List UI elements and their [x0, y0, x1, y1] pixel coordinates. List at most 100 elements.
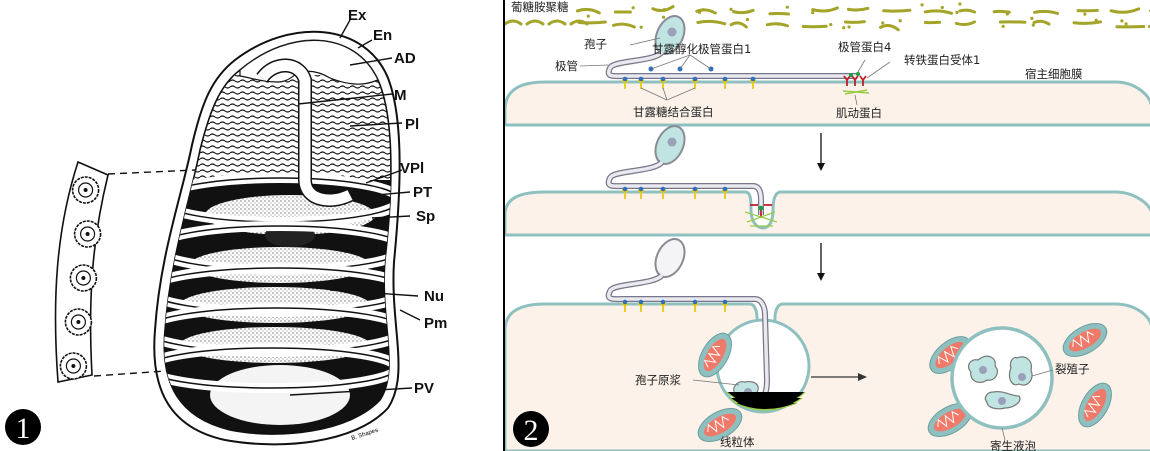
- glycan-dot: [1120, 19, 1124, 23]
- glycan-dot: [631, 6, 635, 10]
- spore-nucleus: [667, 137, 677, 147]
- label-mitochondria: 线粒体: [720, 435, 755, 449]
- mannose-binding-protein: [721, 299, 729, 312]
- label-sp: Sp: [416, 208, 435, 225]
- glycan-strand: [729, 21, 748, 29]
- glycan-dot: [745, 17, 750, 22]
- glycocalyx-band: [505, 0, 1150, 32]
- glycan-dot: [661, 15, 666, 19]
- mitochondrion: [1078, 382, 1112, 428]
- arrow-down-2: [817, 243, 825, 281]
- actin-filaments: [842, 89, 870, 95]
- glycan-strand: [811, 6, 839, 13]
- arrow-right: [811, 373, 867, 381]
- parasitophorous-vacuole: [950, 326, 1054, 430]
- glycan-dot: [586, 14, 590, 18]
- mannose-binding-protein: [621, 186, 629, 199]
- meront-nucleus: [998, 397, 1006, 405]
- glycan-strand: [525, 19, 545, 26]
- mannose-binding-proteins-2: [621, 186, 729, 199]
- glycan-dot: [1005, 12, 1009, 16]
- mannose-binding-protein: [659, 76, 667, 89]
- label-en: En: [373, 27, 392, 44]
- glycan-strand: [954, 20, 977, 27]
- glycan-strand: [1072, 20, 1103, 25]
- polar-filament-inset: [54, 160, 196, 383]
- mannose-binding-protein: [637, 299, 645, 312]
- mannose-binding-proteins-1: [621, 76, 757, 89]
- glycan-dot: [847, 25, 851, 29]
- glycan-dot: [958, 2, 962, 6]
- glycan-strand: [505, 19, 523, 26]
- glycan-dot: [1094, 18, 1098, 22]
- label-vpl: VPl: [400, 160, 424, 177]
- mitochondria: [697, 323, 1112, 442]
- glycan-dot: [842, 26, 846, 30]
- label-tfr1: 转铁蛋白受体1: [904, 53, 980, 67]
- glycan-dot: [785, 5, 789, 9]
- stage-1-attachment: 孢子 极管 甘露醇化极管蛋白1 极管蛋白4 转铁蛋白受体1 宿主细胞膜 甘露糖结…: [505, 15, 1150, 127]
- mannose-binding-protein: [621, 299, 629, 312]
- mannose-binding-protein: [621, 76, 629, 89]
- svg-text:1: 1: [16, 412, 31, 445]
- mitochondrion: [698, 332, 732, 378]
- mannose-binding-protein: [691, 186, 699, 199]
- host-cell-2: [505, 190, 1150, 237]
- glycan-strand: [569, 19, 589, 26]
- glycan-strand: [1033, 9, 1060, 15]
- glycan-strand: [882, 8, 912, 13]
- spore-drawing: Ex En AD M Pl VPl PT Sp Nu Pm PV B. Shap…: [5, 7, 447, 446]
- label-pl: Pl: [405, 116, 419, 133]
- mannose-binding-protein: [749, 76, 757, 89]
- infection-diagram: 葡糖胺聚糖: [505, 0, 1150, 451]
- mannose-binding-protein: [637, 186, 645, 199]
- glycan-dot: [697, 10, 702, 15]
- glycan-dot: [811, 10, 815, 15]
- mitochondrion: [1062, 323, 1108, 357]
- polar-filament-coils: [164, 173, 391, 393]
- label-nu: Nu: [424, 288, 444, 305]
- glycan-dot: [701, 8, 705, 12]
- glycan-dot: [1030, 16, 1034, 21]
- panel-spore-diagram: Ex En AD M Pl VPl PT Sp Nu Pm PV B. Shap…: [0, 0, 500, 451]
- polar-filament-cross-section: [59, 352, 88, 380]
- glycan-strand: [695, 8, 717, 15]
- glycan-dot: [920, 3, 924, 7]
- figure-badge-2: 2: [513, 411, 549, 447]
- svg-text:2: 2: [524, 414, 539, 447]
- ptp4-dot: [758, 205, 764, 211]
- label-parasitophorous-vacuole: 寄生液泡: [990, 439, 1036, 451]
- stage-3-infection: 孢子原浆 线粒体 裂殖子 寄生液泡: [505, 238, 1150, 451]
- glycan-strand: [992, 9, 1011, 14]
- glycan-dot: [955, 10, 959, 15]
- polar-tube-1-inner: [607, 50, 857, 78]
- glycan-dot: [940, 5, 944, 10]
- label-meront: 裂殖子: [1055, 362, 1090, 376]
- glycan-dot: [898, 19, 902, 23]
- glycan-dot: [662, 7, 666, 12]
- mannose-binding-protein: [637, 76, 645, 89]
- glycan-dot: [829, 23, 833, 27]
- glycan-dot: [639, 25, 643, 29]
- label-ptp1: 甘露醇化极管蛋白1: [652, 42, 751, 56]
- meront-nucleus: [1018, 373, 1026, 381]
- meront: [1008, 356, 1033, 386]
- ptp4-dot: [849, 73, 853, 77]
- polar-filament-cross-section: [73, 220, 102, 248]
- glycan-dot: [1001, 24, 1005, 28]
- label-pm: Pm: [424, 315, 447, 332]
- glycan-strand: [575, 7, 601, 15]
- glycosaminoglycan-strands: [505, 2, 1150, 32]
- inset-dash-bottom: [93, 369, 181, 377]
- actin-filaments: [744, 211, 778, 227]
- label-ex: Ex: [348, 7, 367, 24]
- mannose-binding-protein: [721, 186, 729, 199]
- glycan-strand: [651, 4, 675, 13]
- mannose-binding-proteins-3: [621, 299, 729, 312]
- mannose-binding-protein: [659, 186, 667, 199]
- actin-filaments: [726, 391, 806, 411]
- mitochondrion: [929, 336, 971, 374]
- mannose-binding-protein: [721, 76, 729, 89]
- glycan-strand: [768, 11, 791, 16]
- label-actin: 肌动蛋白: [836, 106, 882, 120]
